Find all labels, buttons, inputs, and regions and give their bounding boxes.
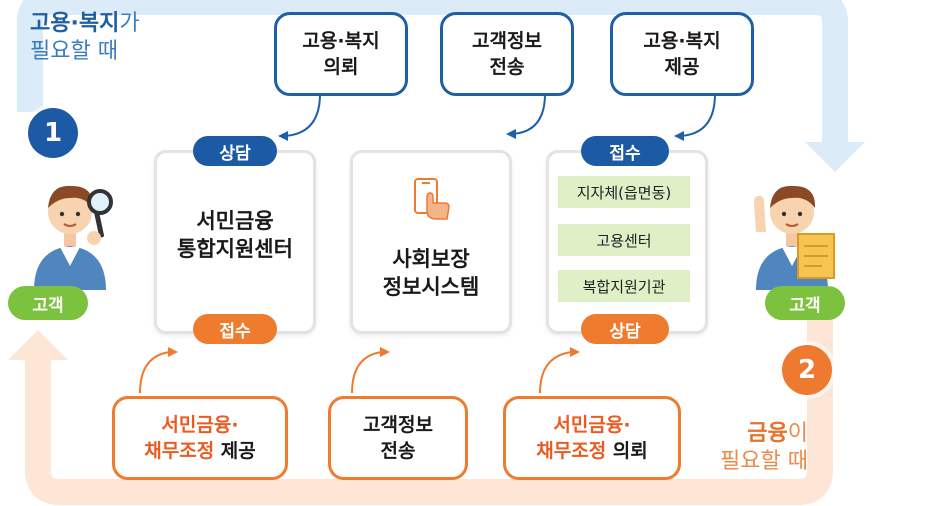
box-request-finance: 서민금융· 채무조정 의뢰 [503,396,681,480]
arrowhead-request-welfare [278,131,288,141]
heading-top-suffix: 가 [119,11,140,36]
center-finance-line2: 통합지원센터 [177,237,293,261]
heading-bottom-line2: 필요할 때 [720,449,808,474]
arrow-request-welfare [283,93,321,137]
heading-bottom-emphasis: 금융 [747,421,788,446]
arrow-send-info-bottom [351,351,383,394]
blue-flow-band [17,0,848,152]
center-social-line2: 정보시스템 [382,275,480,299]
step-2-badge: 2 [782,345,832,395]
arrow-send-info-top [511,93,546,135]
box-request-welfare: 고용·복지 의뢰 [274,12,408,96]
arrowhead-request-finance [570,347,580,357]
box-send-info-top-line2: 전송 [489,56,525,78]
center-social-line1: 사회보장 [392,247,470,271]
customer-left-label: 고객 [8,286,88,320]
heading-employment-welfare: 고용·복지가 필요할 때 [30,10,140,66]
center-finance-bottom-pill: 접수 [193,314,277,344]
box-request-finance-line1: 서민금융· [553,414,631,436]
box-send-info-bottom-line2: 전송 [380,440,416,462]
box-provide-finance-line1: 서민금융· [161,414,239,436]
agency-local-government: 지자체(읍면동) [558,176,690,208]
center-finance-line1: 서민금융 [196,209,274,233]
box-send-info-bottom-line1: 고객정보 [363,414,433,436]
arrowhead-send-info-top [506,129,516,139]
arrowhead-provide-finance [168,347,178,357]
customer-right-person-icon [754,185,835,290]
box-send-info-top: 고객정보 전송 [440,12,574,96]
phone-touch-icon [414,178,450,220]
box-request-finance-highlight: 채무조정 [536,440,607,462]
step-1-badge: 1 [28,108,78,158]
box-provide-welfare-line2: 제공 [664,56,700,78]
box-request-welfare-line2: 의뢰 [323,56,359,78]
box-provide-finance: 서민금융· 채무조정 제공 [112,396,288,480]
agency-employment-center: 고용센터 [558,224,690,256]
box-provide-finance-suffix: 제공 [214,440,256,462]
arrow-provide-finance [139,351,171,394]
arrowhead-send-info-bottom [380,347,390,357]
center-finance-top-pill: 상담 [193,136,277,166]
heading-finance: 금융이 필요할 때 [720,420,808,476]
box-send-info-top-line1: 고객정보 [472,30,542,52]
customer-right-label: 고객 [765,286,845,320]
agency-complex-support: 복합지원기관 [558,270,690,302]
orange-flow-arrowhead [8,330,68,360]
box-request-finance-suffix: 의뢰 [606,440,648,462]
center-social-security: 사회보장 정보시스템 [350,150,512,334]
arrow-request-finance [539,351,573,394]
blue-flow-arrowhead [805,142,865,172]
box-provide-welfare: 고용·복지 제공 [610,12,754,96]
orange-flow-band [25,312,833,505]
heading-top-line2: 필요할 때 [30,39,118,64]
box-provide-welfare-line1: 고용·복지 [643,30,721,52]
center-finance-support: 서민금융 통합지원센터 [154,150,316,334]
box-request-welfare-line1: 고용·복지 [302,30,380,52]
arrowhead-provide-welfare [674,131,684,141]
center-agencies-bottom-pill: 상담 [581,314,669,344]
customer-left-person-icon [34,185,113,290]
arrow-provide-welfare [679,93,716,137]
magnifier-icon [87,189,113,215]
heading-top-emphasis: 고용·복지 [30,11,120,36]
heading-bottom-suffix: 이 [787,421,808,446]
box-provide-finance-highlight: 채무조정 [144,440,215,462]
center-agencies-top-pill: 접수 [581,136,669,166]
box-send-info-bottom: 고객정보 전송 [328,396,468,480]
